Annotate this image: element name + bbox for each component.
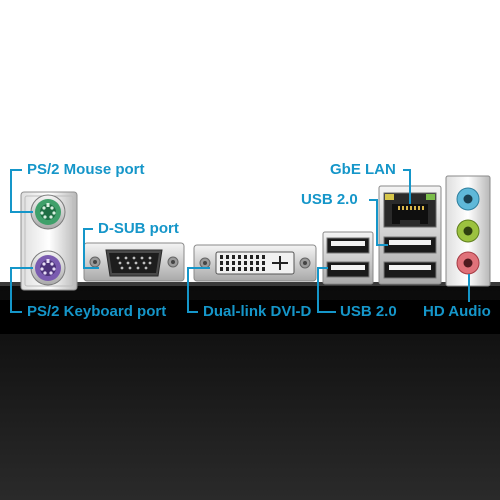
label-usb-bottom: USB 2.0 (340, 303, 397, 320)
audio-jack-stack (445, 175, 491, 287)
leader-ps2-keyboard (10, 267, 33, 313)
label-ps2-mouse-port: PS/2 Mouse port (27, 161, 145, 178)
ps2-mouse-port (30, 194, 66, 230)
leader-ps2-mouse (10, 169, 33, 213)
label-hd-audio: HD Audio (423, 303, 491, 320)
audio-jack-line-in (456, 187, 480, 211)
motherboard-base (0, 282, 500, 500)
lan-usb-stack (378, 185, 442, 285)
audio-jack-mic (456, 251, 480, 275)
label-dsub-port: D-SUB port (98, 220, 179, 237)
dsub-connector (83, 242, 185, 282)
ps2-keyboard-port (30, 250, 66, 286)
leader-usb-top (369, 199, 388, 246)
leader-usb-bottom (317, 267, 336, 313)
label-gbe-lan: GbE LAN (330, 161, 396, 178)
leader-dsub (83, 228, 99, 269)
leader-lan (403, 169, 411, 204)
dvi-connector (193, 244, 317, 282)
label-ps2-keyboard-port: PS/2 Keyboard port (27, 303, 167, 320)
usb-stack-low (322, 231, 374, 285)
leader-dvi (187, 267, 210, 313)
callout-leaders (10, 169, 470, 313)
audio-jack-line-out (456, 219, 480, 243)
label-usb-top: USB 2.0 (301, 191, 358, 208)
label-dvi-port: Dual-link DVI-D (203, 303, 312, 320)
